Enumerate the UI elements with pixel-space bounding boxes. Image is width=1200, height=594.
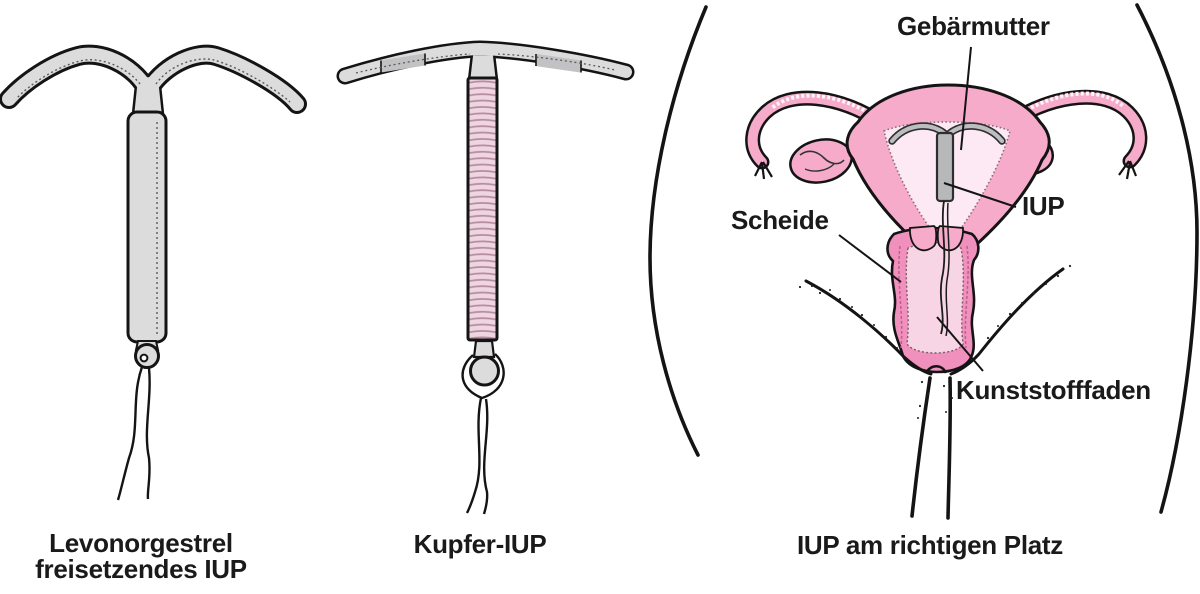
label-uterus: Gebärmutter bbox=[897, 11, 1050, 41]
vulva-outline-right bbox=[949, 267, 1065, 376]
stipple-dots bbox=[798, 264, 1072, 419]
vaginal-canal bbox=[905, 242, 965, 354]
levonorgestrel-iud-drawing bbox=[0, 44, 307, 501]
vagina-ruffle-texture bbox=[898, 245, 903, 349]
ovary-texture bbox=[804, 163, 835, 172]
right-arm-fill bbox=[143, 47, 304, 111]
copper-coil-stem bbox=[466, 76, 499, 342]
label-iud: IUP bbox=[1022, 191, 1065, 221]
iud-stem-in-situ bbox=[935, 131, 955, 203]
iud-threads-in-situ bbox=[939, 200, 946, 335]
stem-ball-eyelet bbox=[139, 353, 149, 363]
in-situ-drawing bbox=[648, 3, 1199, 520]
retrieval-threads bbox=[465, 397, 483, 514]
ovary-left bbox=[789, 138, 853, 184]
crossbar-seam bbox=[355, 53, 471, 74]
fallopian-tube-right-fill bbox=[1005, 92, 1145, 166]
left-arm-fill bbox=[2, 47, 153, 106]
vulva-notch bbox=[924, 365, 948, 374]
iud-stem bbox=[126, 110, 168, 344]
leader-line-vagina bbox=[838, 234, 902, 283]
caption-levonorgestrel-line1: Levonorgestrel bbox=[49, 528, 233, 558]
iud-arm-right-fill bbox=[947, 123, 1005, 144]
vulva-outline-left bbox=[804, 279, 933, 376]
caption-levonorgestrel-line2: freisetzendes IUP bbox=[35, 554, 247, 584]
label-thread: Kunststofffaden bbox=[956, 375, 1151, 405]
leader-line-uterus bbox=[960, 46, 972, 151]
leader-line-thread bbox=[936, 316, 984, 372]
retrieval-threads bbox=[482, 398, 489, 515]
sleeve-edges bbox=[380, 53, 582, 73]
iud-arm-left-fill bbox=[889, 123, 947, 144]
stem-tip bbox=[472, 339, 496, 359]
caption-levonorgestrel: Levonorgestrel freisetzendes IUP bbox=[5, 530, 277, 582]
iud-neck bbox=[467, 52, 499, 82]
body-outline-right bbox=[1135, 3, 1199, 514]
cervix-lobe-left bbox=[909, 225, 938, 252]
label-vagina: Scheide bbox=[731, 205, 829, 235]
caption-in-situ: IUP am richtigen Platz bbox=[797, 530, 1063, 560]
copper-sleeve-right bbox=[535, 54, 582, 73]
iud-threads-in-situ bbox=[945, 202, 950, 337]
fimbriae-left bbox=[754, 161, 773, 180]
fimbriae-right bbox=[1118, 160, 1138, 180]
caption-kupfer: Kupfer-IUP bbox=[413, 529, 547, 559]
ovary-texture bbox=[799, 150, 845, 165]
body-outline-left bbox=[648, 5, 708, 457]
vagina-ruffle-texture bbox=[964, 245, 969, 349]
retrieval-threads bbox=[116, 366, 144, 501]
leader-line-iud bbox=[943, 182, 1017, 208]
labia-line-right bbox=[946, 376, 953, 520]
thread-loop bbox=[461, 353, 505, 400]
retrieval-threads bbox=[145, 367, 151, 500]
stem-ball bbox=[469, 355, 500, 387]
right-arm-seam bbox=[155, 58, 291, 103]
kupfer-iud-drawing bbox=[336, 40, 635, 515]
labia-line-left bbox=[910, 376, 932, 518]
